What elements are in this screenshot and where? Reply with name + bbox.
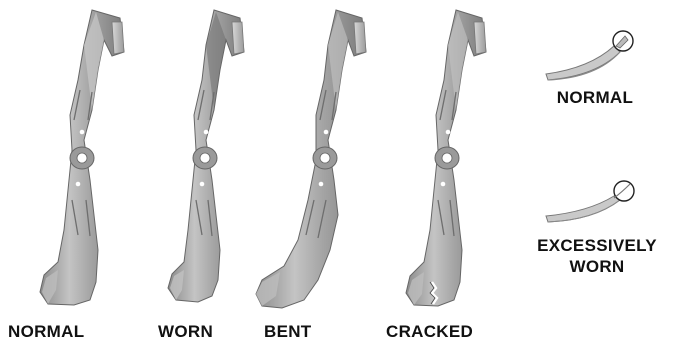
label-blade-worn: WORN [158,322,213,342]
label-edge-normal: NORMAL [541,88,649,108]
edge-detail-normal [546,31,633,80]
label-edge-excessively: EXCESSIVELY [522,236,672,256]
label-blade-cracked: CRACKED [386,322,473,342]
label-edge-worn: WORN [522,257,672,277]
blade-normal [40,10,124,305]
blade-cracked [406,10,486,306]
label-blade-normal: NORMAL [8,322,84,342]
magnifier-circle [614,181,634,201]
edge-detail-excessively-worn [546,181,634,222]
blade-bent [256,10,366,308]
blade-worn [168,10,244,302]
label-blade-bent: BENT [264,322,311,342]
